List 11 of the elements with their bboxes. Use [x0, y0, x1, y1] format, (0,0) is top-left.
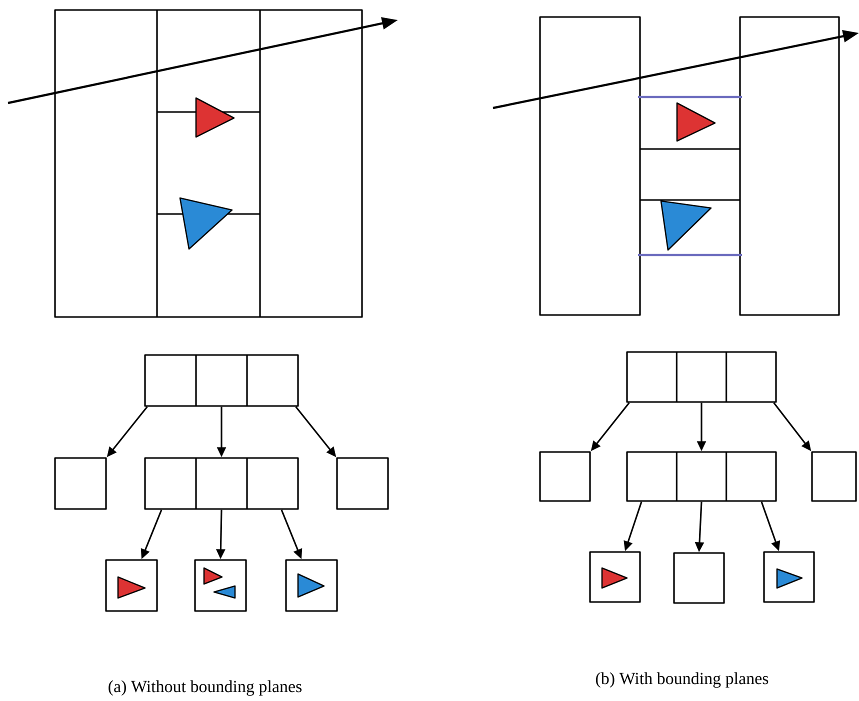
leaf-box: [811, 451, 857, 502]
split-node-box: [626, 451, 777, 502]
caption: (b) With bounding planes: [596, 672, 768, 688]
split-node-box: [144, 457, 299, 510]
leaf-box: [539, 451, 591, 502]
leaf-box: [673, 552, 725, 604]
split-node-box: [144, 354, 299, 407]
split-node-box: [626, 351, 777, 403]
leaf-box: [336, 457, 389, 510]
leaf-box: [54, 457, 107, 510]
caption: (a) Without bounding planes: [108, 680, 302, 696]
